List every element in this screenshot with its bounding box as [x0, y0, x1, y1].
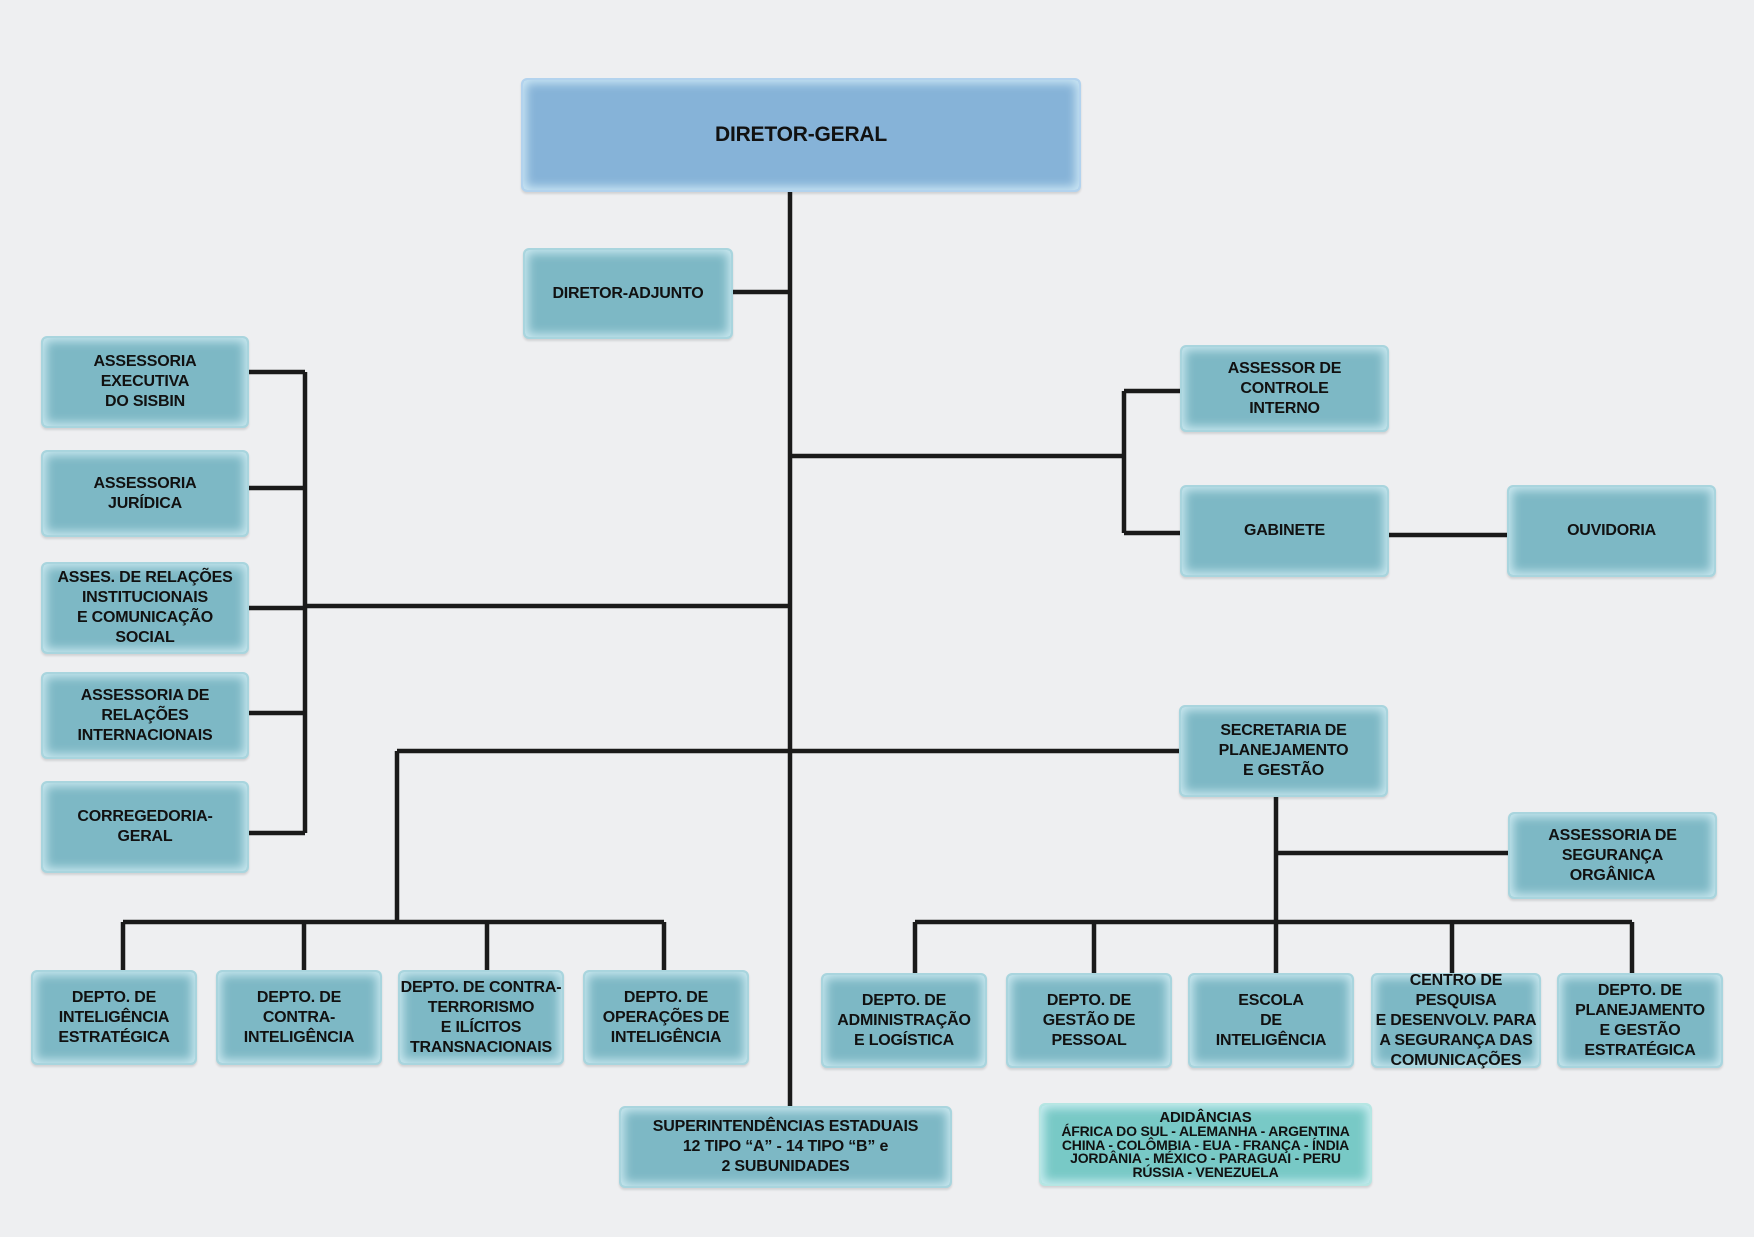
dept-operacoes-box[interactable]: DEPTO. DE OPERAÇÕES DE INTELIGÊNCIA — [583, 970, 749, 1065]
gabinete-box[interactable]: GABINETE — [1180, 485, 1389, 577]
escola-inteligencia-box[interactable]: ESCOLA DE INTELIGÊNCIA — [1188, 973, 1354, 1068]
dept-contraterrorismo-box[interactable]: DEPTO. DE CONTRA- TERRORISMO E ILÍCITOS … — [398, 970, 564, 1065]
adidancias-title: ADIDÂNCIAS — [1159, 1109, 1252, 1126]
assessoria-juridica-box[interactable]: ASSESSORIA JURÍDICA — [41, 450, 249, 537]
assessoria-executiva-sisbin-box[interactable]: ASSESSORIA EXECUTIVA DO SISBIN — [41, 336, 249, 428]
adidancias-countries: ÁFRICA DO SUL - ALEMANHA - ARGENTINA CHI… — [1061, 1123, 1350, 1180]
dept-contra-inteligencia-box[interactable]: DEPTO. DE CONTRA- INTELIGÊNCIA — [216, 970, 382, 1065]
controle-interno-box[interactable]: ASSESSOR DE CONTROLE INTERNO — [1180, 345, 1389, 432]
secretaria-planejamento-box[interactable]: SECRETARIA DE PLANEJAMENTO E GESTÃO — [1179, 705, 1388, 797]
dept-administracao-box[interactable]: DEPTO. DE ADMINISTRAÇÃO E LOGÍSTICA — [821, 973, 987, 1068]
relacoes-institucionais-box[interactable]: ASSES. DE RELAÇÕES INSTITUCIONAIS E COMU… — [41, 562, 249, 654]
corregedoria-geral-box[interactable]: CORREGEDORIA- GERAL — [41, 781, 249, 873]
centro-pesquisa-box[interactable]: CENTRO DE PESQUISA E DESENVOLV. PARA A S… — [1371, 972, 1541, 1069]
superintendencias-box[interactable]: SUPERINTENDÊNCIAS ESTADUAIS 12 TIPO “A” … — [619, 1106, 952, 1188]
diretor-adjunto-box[interactable]: DIRETOR-ADJUNTO — [523, 248, 733, 339]
dept-inteligencia-estrategica-box[interactable]: DEPTO. DE INTELIGÊNCIA ESTRATÉGICA — [31, 970, 197, 1065]
adidancias-box[interactable]: ADIDÂNCIAS ÁFRICA DO SUL - ALEMANHA - AR… — [1039, 1103, 1372, 1186]
ouvidoria-box[interactable]: OUVIDORIA — [1507, 485, 1716, 577]
seguranca-organica-box[interactable]: ASSESSORIA DE SEGURANÇA ORGÂNICA — [1508, 812, 1717, 899]
relacoes-internacionais-box[interactable]: ASSESSORIA DE RELAÇÕES INTERNACIONAIS — [41, 672, 249, 759]
dept-gestao-pessoal-box[interactable]: DEPTO. DE GESTÃO DE PESSOAL — [1006, 973, 1172, 1068]
diretor-geral-box[interactable]: DIRETOR-GERAL — [521, 78, 1081, 192]
dept-planejamento-estrategico-box[interactable]: DEPTO. DE PLANEJAMENTO E GESTÃO ESTRATÉG… — [1557, 973, 1723, 1068]
